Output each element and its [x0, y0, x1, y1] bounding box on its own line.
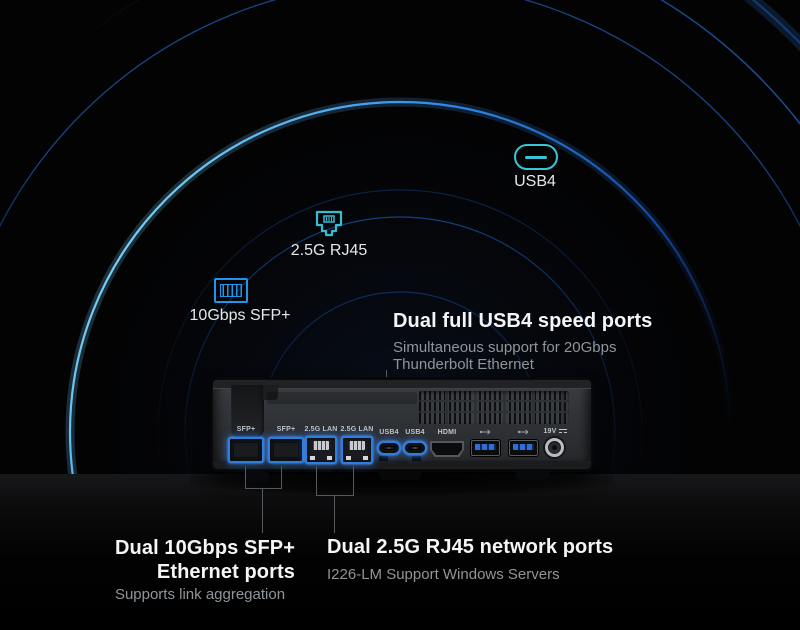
device-foot-right	[516, 468, 549, 480]
hdmi-port	[430, 441, 464, 457]
usb-a-1-badge	[471, 428, 500, 439]
callout-line-sfp-stub-a	[245, 466, 246, 489]
callout-line-rj45-stub-a	[316, 466, 317, 496]
panel-recess-notch	[231, 385, 264, 438]
panel-recess-step	[263, 385, 278, 400]
sfp-annotation-subtitle: Supports link aggregation	[114, 586, 286, 603]
usb4-icon-label: USB4	[514, 173, 556, 190]
usb-10gbps-trident-icon	[517, 429, 528, 435]
usb4-port-1-label: USB4	[379, 429, 399, 436]
dc-power-jack	[545, 438, 564, 457]
sfp-port-1-label: SFP+	[236, 426, 256, 433]
mini-pc-rear-panel: SFP+ SFP+ 2.5G LAN 2.5G LAN USB4 USB4 HD…	[212, 379, 592, 483]
usb-10gbps-trident-icon	[479, 429, 490, 435]
sfp-annotation-title-line2: Ethernet ports	[156, 561, 295, 583]
usb-a-2-badge	[509, 428, 538, 439]
usb-a-port-1	[471, 440, 500, 456]
sfp-port-2	[268, 437, 304, 463]
dc-voltage-icon	[558, 429, 567, 434]
vent-grille	[419, 391, 569, 424]
lan-port-2-label: 2.5G LAN	[340, 426, 374, 433]
rj45-jack-icon	[315, 210, 343, 237]
callout-line-sfp-horizontal	[245, 488, 282, 489]
power-label: 19V	[539, 428, 571, 436]
sfp-port-2-label: SFP+	[276, 426, 296, 433]
sfp-annotation-title: Dual 10Gbps SFP+ Ethernet ports	[105, 536, 295, 584]
rj45-annotation-title: Dual 2.5G RJ45 network ports	[327, 536, 614, 558]
sfp-icon-label: 10Gbps SFP+	[189, 307, 291, 324]
usb4-annotation-subtitle-line2: Thunderbolt Ethernet	[393, 356, 534, 373]
panel-top-edge	[213, 380, 591, 389]
usb4-annotation-title: Dual full USB4 speed ports	[393, 310, 653, 332]
sfp-annotation-title-line1: Dual 10Gbps SFP+	[115, 537, 295, 559]
rj45-annotation: Dual 2.5G RJ45 network ports I226-LM Sup…	[327, 536, 627, 583]
usb4-port-2	[403, 441, 427, 455]
usb4-port-2-label: USB4	[405, 429, 425, 436]
rj45-icon-label: 2.5G RJ45	[290, 242, 368, 259]
rj45-annotation-subtitle: I226-LM Support Windows Servers	[327, 566, 560, 583]
sfp-port-1	[228, 437, 264, 463]
usb-a-port-2	[509, 440, 538, 456]
callout-line-rj45-stub-b	[353, 466, 354, 496]
hdmi-port-label: HDMI	[437, 429, 457, 436]
callout-line-sfp-stub-b	[281, 466, 282, 489]
panel-groove	[267, 392, 417, 405]
rj45-port-1	[305, 436, 337, 464]
callout-line-rj45-riser	[334, 495, 335, 533]
usb-c-connector-icon	[514, 144, 558, 170]
callout-line-rj45-horizontal	[316, 495, 354, 496]
floor-plane	[0, 474, 800, 630]
device-foot-left	[246, 470, 269, 483]
usb4-annotation: Dual full USB4 speed ports Simultaneous …	[393, 310, 653, 373]
usb4-port-1	[377, 441, 401, 455]
rj45-port-2	[341, 436, 373, 464]
panel-bottom-edge	[213, 461, 591, 469]
lan-port-1-label: 2.5G LAN	[304, 426, 338, 433]
sfp-module-icon	[214, 278, 248, 303]
callout-line-sfp-riser	[262, 488, 263, 533]
usb4-annotation-subtitle-line1: Simultaneous support for 20Gbps	[393, 339, 617, 356]
